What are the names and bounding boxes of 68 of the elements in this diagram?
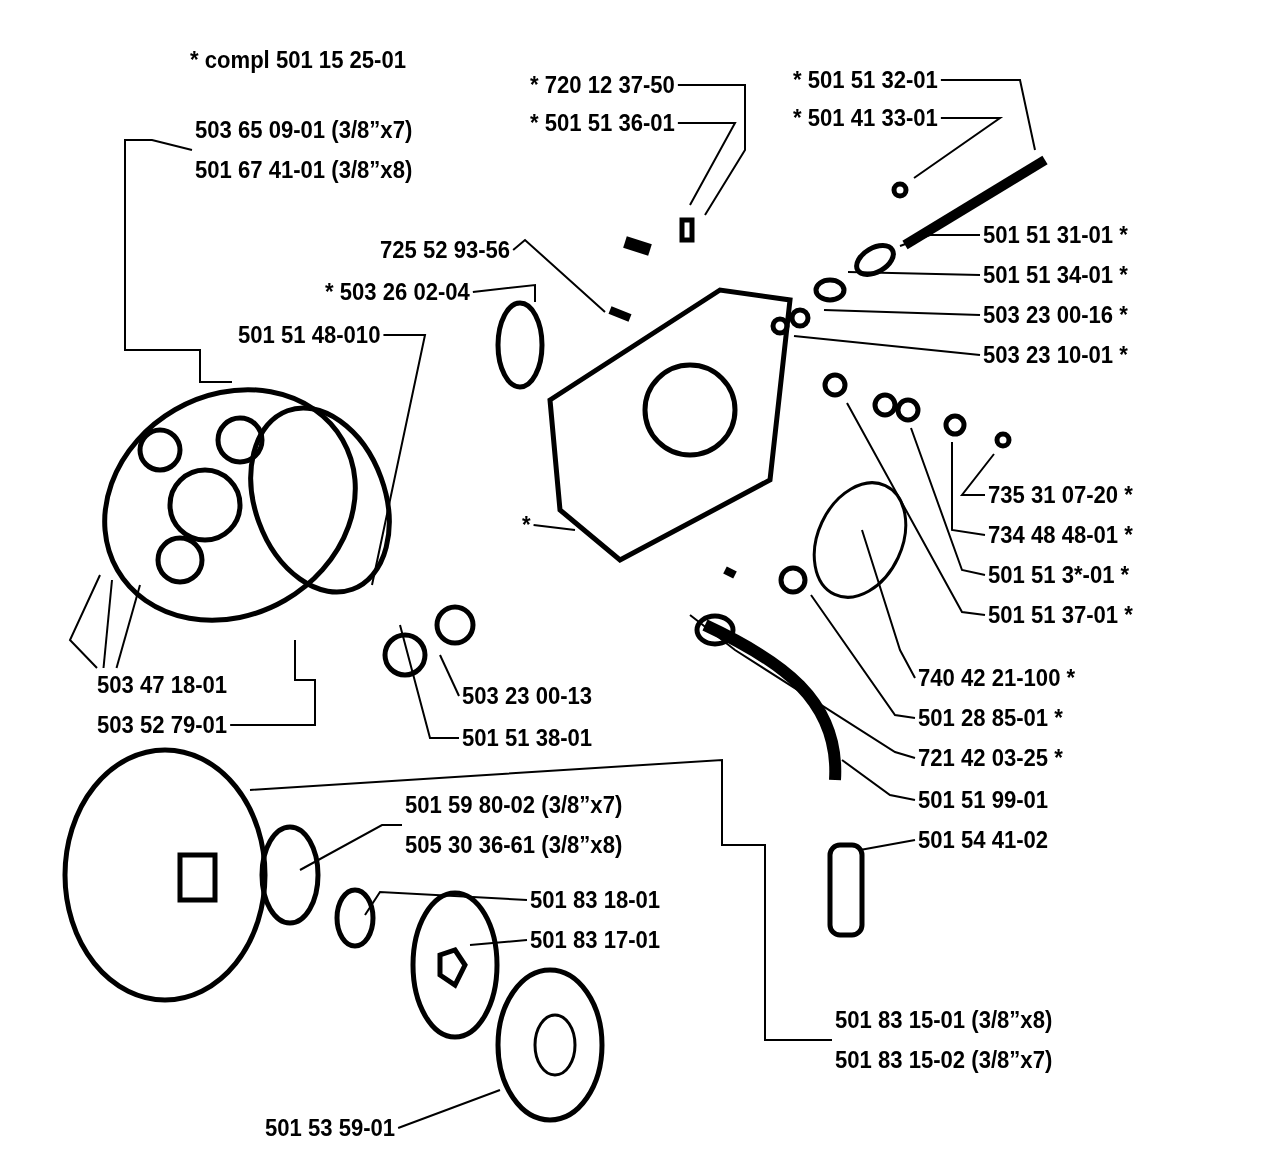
part-number: * 501 51 32-01: [793, 65, 938, 95]
part-number: 735 31 07-20 *: [988, 480, 1133, 510]
part-number: 734 48 48-01 *: [988, 520, 1133, 550]
part-number: 501 59 80-02 (3/8”x7): [405, 790, 623, 820]
part-number: 503 23 10-01 *: [983, 340, 1128, 370]
leader-line: [847, 271, 981, 276]
leader-line: [229, 639, 316, 726]
leader-line: [959, 453, 995, 496]
part-number: 501 51 37-01 *: [988, 600, 1133, 630]
leader-line: [364, 890, 528, 916]
part-number: 740 42 21-100 *: [918, 663, 1076, 693]
leader-line: [397, 1089, 501, 1129]
part-number: 503 23 00-13: [462, 681, 593, 711]
part-number: 501 53 59-01: [265, 1113, 396, 1143]
leader-line: [861, 529, 916, 679]
leader-line: [115, 584, 141, 669]
part-number: 501 83 18-01: [530, 885, 661, 915]
leader-line: [471, 283, 536, 303]
part-number: * 503 26 02-04: [325, 277, 470, 307]
leader-line: [124, 139, 233, 383]
leader-line: [512, 238, 606, 313]
part-number: 501 54 41-02: [918, 825, 1049, 855]
leader-line: [859, 839, 916, 851]
leader-line: [951, 441, 986, 536]
leader-line: [68, 574, 101, 669]
part-number: * 501 41 33-01: [793, 103, 938, 133]
kit-note: * compl 501 15 25-01: [190, 45, 407, 75]
part-number: 503 47 18-01: [97, 670, 228, 700]
part-number: * 720 12 37-50: [530, 70, 675, 100]
leader-line: [532, 524, 576, 531]
leader-line: [841, 759, 916, 801]
leader-line: [689, 614, 916, 759]
leader-line: [469, 939, 528, 946]
part-number: 503 65 09-01 (3/8”x7): [195, 115, 413, 145]
part-number: 725 52 93-56: [380, 235, 511, 265]
leader-line: [913, 117, 1004, 179]
leader-line: [846, 402, 986, 616]
part-number: 503 52 79-01: [97, 710, 228, 740]
leader-line: [793, 335, 981, 356]
part-number: * 501 51 36-01: [530, 108, 675, 138]
part-number: 501 83 17-01: [530, 925, 661, 955]
part-number: 721 42 03-25 *: [918, 743, 1063, 773]
leader-line: [371, 334, 427, 586]
leader-line: [399, 624, 460, 739]
part-number: 501 51 99-01: [918, 785, 1049, 815]
leader-line: [823, 309, 981, 316]
part-number: 505 30 36-61 (3/8”x8): [405, 830, 623, 860]
part-number: 501 67 41-01 (3/8”x8): [195, 155, 413, 185]
leader-line: [102, 579, 113, 669]
part-number: *: [522, 510, 531, 540]
leader-line: [939, 79, 1036, 151]
part-number: 501 51 31-01 *: [983, 220, 1128, 250]
leader-line: [810, 594, 916, 719]
leader-line: [676, 84, 746, 216]
part-number: 501 28 85-01 *: [918, 703, 1063, 733]
part-number: 503 23 00-16 *: [983, 300, 1128, 330]
leader-line: [676, 122, 737, 206]
part-number: 501 51 3*-01 *: [988, 560, 1130, 590]
leader-line: [439, 654, 460, 697]
part-number: 501 51 48-010: [238, 320, 381, 350]
part-number: 501 83 15-01 (3/8”x8): [835, 1005, 1053, 1035]
part-number: 501 83 15-02 (3/8”x7): [835, 1045, 1053, 1075]
leader-line: [299, 824, 403, 871]
part-number: 501 51 38-01: [462, 723, 593, 753]
leader-line: [910, 427, 986, 576]
leader-line: [249, 758, 833, 1041]
leader-line: [899, 234, 981, 247]
part-number: 501 51 34-01 *: [983, 260, 1128, 290]
